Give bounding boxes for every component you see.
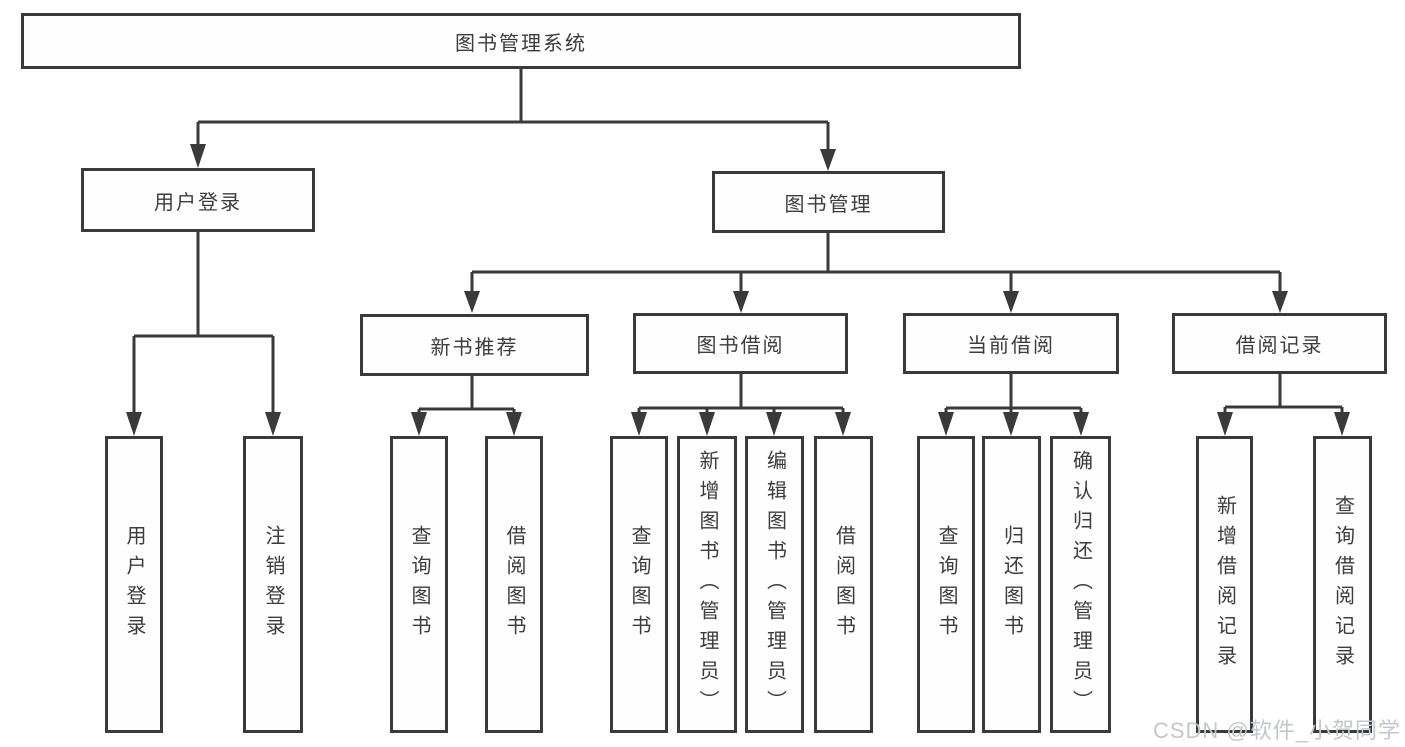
node-book-borrowing: 图书借阅 <box>633 313 848 374</box>
node-book-management: 图书管理 <box>712 171 945 233</box>
node-borrowing-records-label: 借阅记录 <box>1235 335 1324 357</box>
leaf-borrow-books-recommend: 借阅图书 <box>485 436 543 733</box>
leaf-query-books-current-label: 查询图书 <box>935 524 957 645</box>
node-borrowing-records: 借阅记录 <box>1172 313 1387 374</box>
leaf-logout: 注销登录 <box>243 436 303 733</box>
leaf-query-books-borrowing-label: 查询图书 <box>628 524 650 645</box>
node-book-borrowing-label: 图书借阅 <box>696 335 785 357</box>
node-new-book-recommend: 新书推荐 <box>360 314 589 376</box>
leaf-query-borrow-record: 查询借阅记录 <box>1313 436 1372 733</box>
leaf-edit-books-admin: 编辑图书（管理员） <box>745 436 804 733</box>
csdn-watermark: CSDN @软件_小贺同学 <box>1152 718 1401 743</box>
leaf-query-books-recommend-label: 查询图书 <box>408 524 430 645</box>
leaf-query-books-current: 查询图书 <box>917 436 975 733</box>
leaf-add-borrow-record: 新增借阅记录 <box>1196 436 1253 733</box>
node-user-login: 用户登录 <box>81 168 315 232</box>
leaf-borrow-books-borrowing-label: 借阅图书 <box>832 524 855 645</box>
leaf-user-login-label: 用户登录 <box>123 524 145 645</box>
leaf-edit-books-admin-label: 编辑图书（管理员） <box>763 449 786 720</box>
leaf-borrow-books-recommend-label: 借阅图书 <box>503 524 525 645</box>
leaf-return-books: 归还图书 <box>982 436 1041 733</box>
node-root-system: 图书管理系统 <box>21 13 1021 69</box>
leaf-query-books-borrowing: 查询图书 <box>610 436 668 733</box>
leaf-add-books-admin: 新增图书（管理员） <box>677 436 737 733</box>
node-user-login-label: 用户登录 <box>154 191 242 214</box>
leaf-add-books-admin-label: 新增图书（管理员） <box>696 449 718 720</box>
leaf-user-login: 用户登录 <box>105 436 163 733</box>
node-current-borrowing: 当前借阅 <box>903 313 1119 374</box>
node-new-book-recommend-label: 新书推荐 <box>430 336 519 359</box>
leaf-return-books-label: 归还图书 <box>1000 524 1023 645</box>
node-book-management-label: 图书管理 <box>784 193 873 216</box>
node-root-label: 图书管理系统 <box>455 32 587 55</box>
leaf-query-borrow-record-label: 查询借阅记录 <box>1331 494 1354 675</box>
leaf-query-books-recommend: 查询图书 <box>390 436 448 733</box>
node-current-borrowing-label: 当前借阅 <box>967 335 1055 357</box>
leaf-logout-label: 注销登录 <box>262 524 284 645</box>
leaf-borrow-books-borrowing: 借阅图书 <box>814 436 873 733</box>
leaf-confirm-return-admin-label: 确认归还（管理员） <box>1069 449 1092 720</box>
leaf-confirm-return-admin: 确认归还（管理员） <box>1050 436 1111 733</box>
leaf-add-borrow-record-label: 新增借阅记录 <box>1213 494 1236 675</box>
